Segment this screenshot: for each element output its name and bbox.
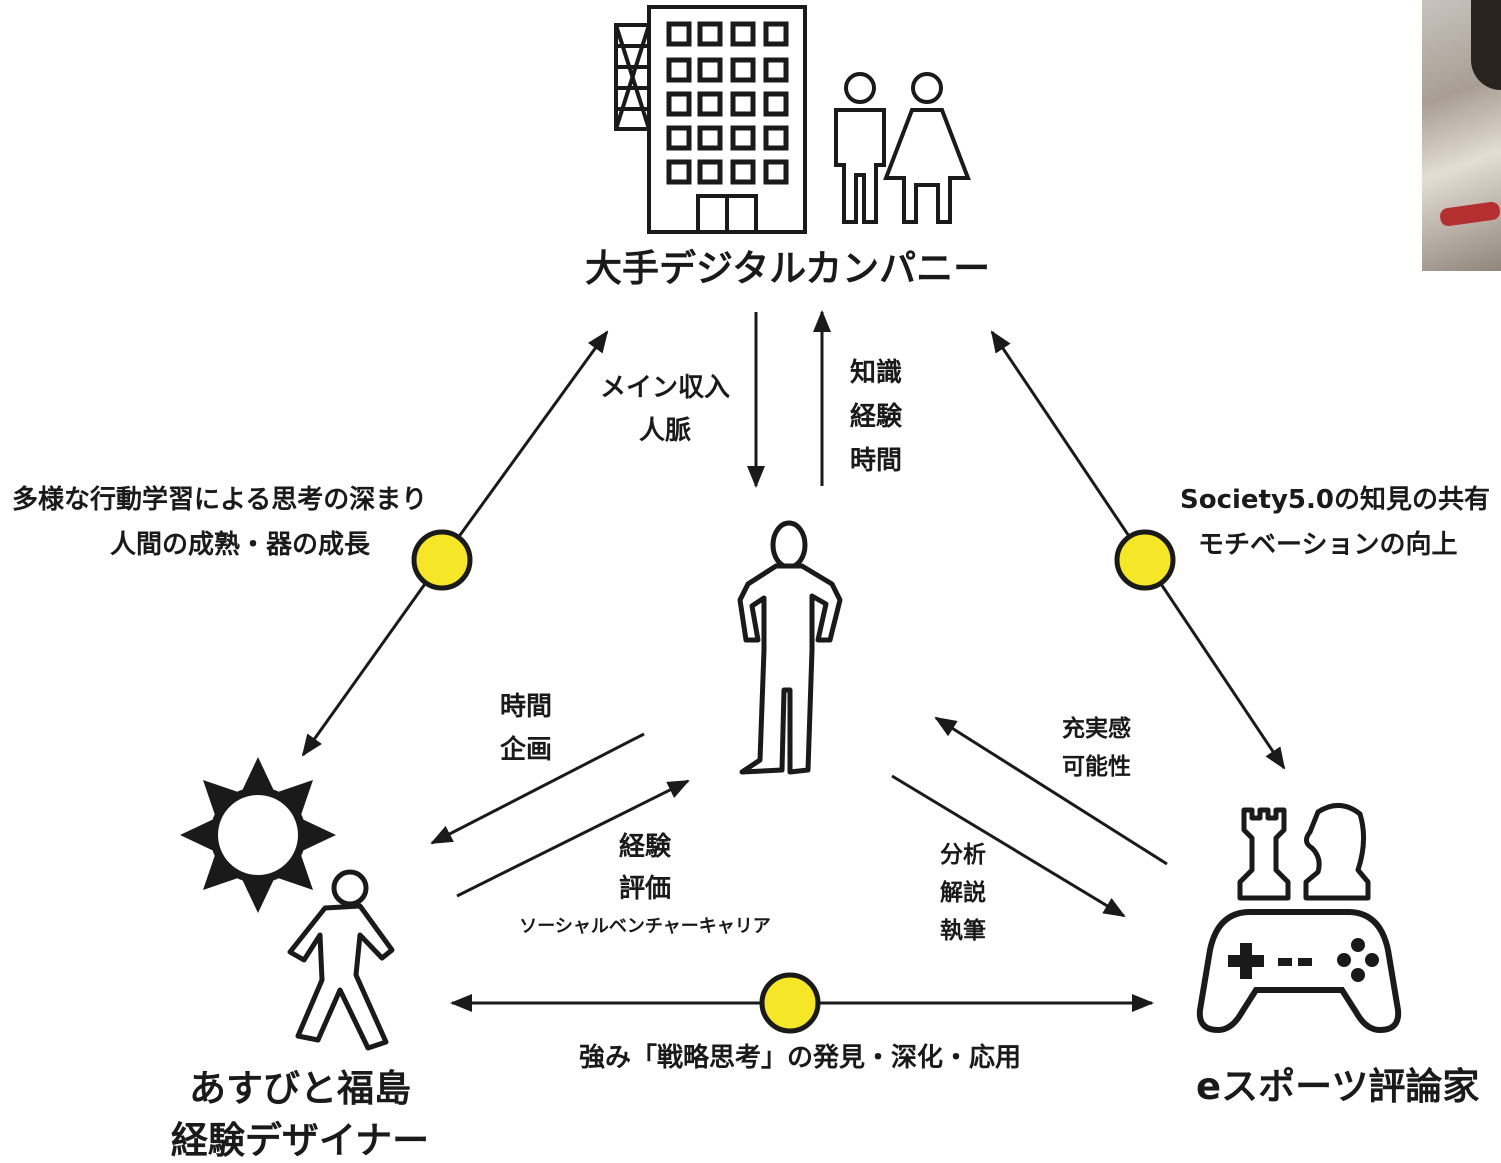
company-asobito-node bbox=[411, 529, 473, 591]
person-to-asobito-line1: 時間 bbox=[500, 692, 553, 722]
company-esports-line2: モチベーションの向上 bbox=[1198, 530, 1458, 560]
arrow-person-to-esports bbox=[891, 774, 1126, 918]
esports-to-person-line2: 可能性 bbox=[1062, 754, 1131, 780]
arrow-company-asobito-down bbox=[301, 559, 444, 757]
person-to-company-line1: 知識 bbox=[850, 358, 903, 388]
company-to-person-line1: メイン収入 bbox=[599, 373, 730, 403]
company-esports-line1: Society5.0の知見の共有 bbox=[1180, 485, 1490, 515]
person-to-company-line3: 時間 bbox=[850, 446, 903, 476]
arrow-company-esports-up bbox=[990, 330, 1147, 561]
person-to-asobito-line2: 企画 bbox=[500, 735, 553, 765]
asobito-to-person-line1: 経験 bbox=[618, 832, 671, 862]
esports-label: eスポーツ評論家 bbox=[1196, 1065, 1480, 1108]
company-to-person-line2: 人脈 bbox=[638, 416, 691, 446]
arrow-esports-to-person bbox=[934, 716, 1168, 866]
photo-thumbnail bbox=[1422, 0, 1501, 271]
person-to-company-line2: 経験 bbox=[850, 402, 903, 432]
company-asobito-line2: 人間の成熟・器の成長 bbox=[109, 530, 370, 560]
chess-pieces-icon bbox=[1237, 803, 1371, 901]
office-building-icon bbox=[614, 5, 807, 234]
man-woman-icon bbox=[834, 72, 971, 224]
company-esports-node bbox=[1114, 529, 1176, 591]
gamepad-icon bbox=[1196, 909, 1402, 1034]
arrow-company-esports-down bbox=[1143, 559, 1286, 770]
person-to-esports-line2: 解説 bbox=[940, 880, 986, 906]
company-asobito-line1: 多様な行動学習による思考の深まり bbox=[12, 485, 428, 515]
company-label: 大手デジタルカンパニー bbox=[585, 247, 991, 290]
asobito-label-line1: あすびと福島 bbox=[189, 1067, 411, 1110]
standing-man-icon bbox=[737, 520, 843, 775]
asobito-to-person-line3: ソーシャルベンチャーキャリア bbox=[519, 916, 771, 937]
asobito-esports-line1: 強み「戦略思考」の発見・深化・応用 bbox=[578, 1043, 1021, 1073]
asobito-label-line2: 経験デザイナー bbox=[170, 1119, 430, 1162]
person-to-esports-line1: 分析 bbox=[940, 842, 986, 868]
person-to-esports-line3: 執筆 bbox=[940, 918, 986, 944]
esports-to-person-line1: 充実感 bbox=[1062, 716, 1131, 742]
sun-icon bbox=[180, 757, 336, 913]
arrow-person-to-asobito bbox=[430, 732, 645, 845]
walking-person-icon bbox=[287, 869, 395, 1051]
asobito-to-person-line2: 評価 bbox=[618, 874, 671, 904]
arrow-asobito-to-person bbox=[456, 779, 690, 898]
asobito-esports-node bbox=[759, 972, 821, 1034]
arrow-company-asobito-up bbox=[440, 330, 609, 561]
